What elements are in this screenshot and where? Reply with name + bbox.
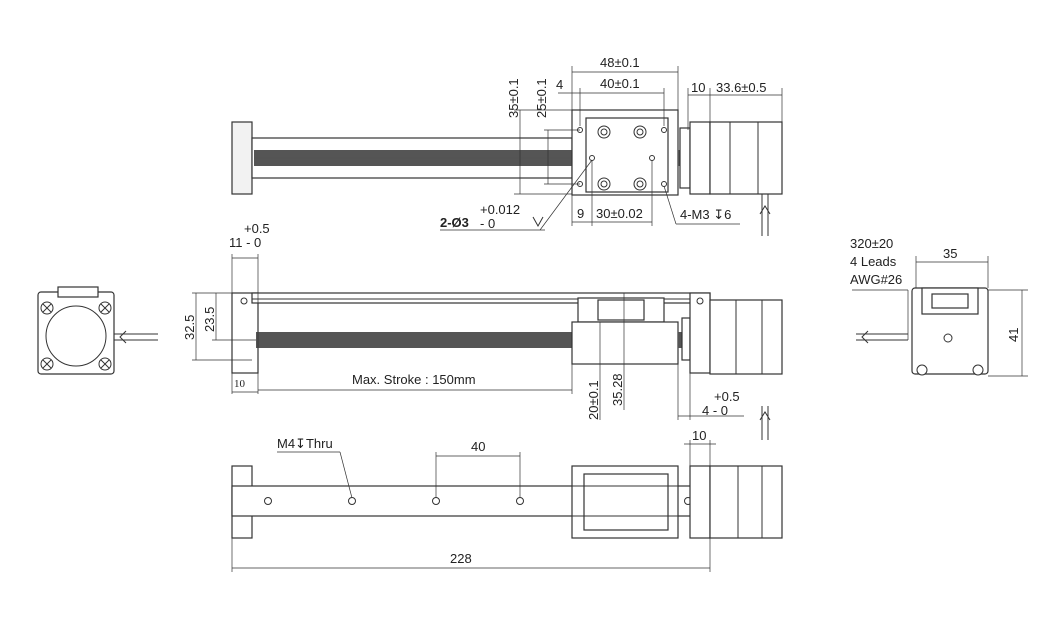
dim-20: 20±0.1 <box>586 380 601 420</box>
front-motor <box>709 299 783 375</box>
dim-25: 25±0.1 <box>534 78 549 118</box>
top-motor <box>709 121 783 195</box>
label-cable: 320±20 <box>850 236 893 251</box>
dim-10-front: 10 <box>234 378 246 390</box>
dim-10-bottom: 10 <box>692 428 706 443</box>
dim-41: 41 <box>1006 328 1021 342</box>
dim-35-right: 35 <box>943 246 957 261</box>
label-holes: 2-Ø3 <box>440 215 469 230</box>
dim-35-28: 35.28 <box>610 373 625 406</box>
dim-40: 40±0.1 <box>600 76 640 91</box>
left-end-view <box>37 286 158 375</box>
label-awg: AWG#26 <box>850 272 902 287</box>
right-carriage-profile <box>921 287 979 315</box>
label-holes-tol-lower: - 0 <box>480 216 495 231</box>
left-motor-tab <box>57 286 99 298</box>
label-holes-tol-upper: +0.012 <box>480 202 520 217</box>
label-m4: M4↧Thru <box>277 436 333 451</box>
dim-4: 4 <box>556 77 563 92</box>
tol-upper-11: +0.5 <box>244 221 270 236</box>
top-motor-flange <box>689 121 711 195</box>
right-end-view: 320±20 4 Leads AWG#26 35 41 <box>850 236 1028 377</box>
dim-30: 30±0.02 <box>596 206 643 221</box>
dim-23-5: 23.5 <box>202 307 217 332</box>
dim-33-6: 33.6±0.5 <box>716 80 767 95</box>
stroke-label: Max. Stroke : 150mm <box>352 372 476 387</box>
bottom-motor <box>709 465 783 539</box>
label-m3: 4-M3 ↧6 <box>680 207 731 222</box>
front-carriage <box>571 321 679 365</box>
front-lead-screw <box>256 332 572 348</box>
front-motor-flange <box>689 292 711 374</box>
top-view: 48±0.1 40±0.1 4 35±0.1 25±0.1 10 33.6±0.… <box>231 55 783 236</box>
tol-lower-4: 4 - 0 <box>702 403 728 418</box>
dim-40-bottom: 40 <box>471 439 485 454</box>
top-end-block <box>231 121 253 195</box>
dim-32-5: 32.5 <box>182 315 197 340</box>
tol-lower-11: 11 - 0 <box>229 235 261 250</box>
front-view: +0.5 11 - 0 32.5 23.5 10 Max. Stroke : 1… <box>182 221 783 440</box>
dim-48: 48±0.1 <box>600 55 640 70</box>
tol-upper-4: +0.5 <box>714 389 740 404</box>
dim-10-top: 10 <box>691 80 705 95</box>
dim-9: 9 <box>577 206 584 221</box>
dim-228: 228 <box>450 551 472 566</box>
bottom-motor-flange <box>689 465 711 539</box>
label-leads: 4 Leads <box>850 254 897 269</box>
front-end-block <box>231 292 259 374</box>
bottom-view: M4↧Thru 40 10 228 <box>231 428 783 572</box>
dim-35: 35±0.1 <box>506 78 521 118</box>
